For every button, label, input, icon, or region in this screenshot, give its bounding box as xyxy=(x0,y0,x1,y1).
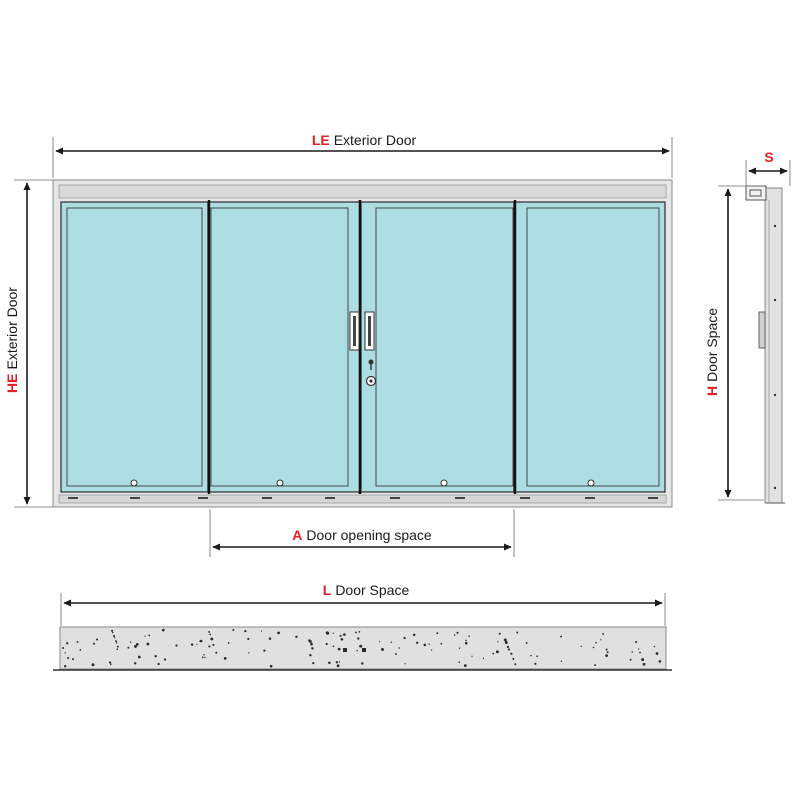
bottom-track xyxy=(58,494,667,504)
l-code: L xyxy=(323,582,332,598)
floor-lock-icon xyxy=(130,479,138,487)
top-track-profile xyxy=(745,185,767,201)
side-wall-profile xyxy=(764,187,783,504)
glass-pane xyxy=(60,201,209,493)
side-fixing-points xyxy=(773,224,777,490)
glazing-bead xyxy=(526,207,660,487)
handle-left xyxy=(349,311,360,351)
h-code: H xyxy=(704,386,720,396)
he-text: Exterior Door xyxy=(4,287,20,370)
door-panel-sliding-right xyxy=(360,201,515,493)
h-text: Door Space xyxy=(704,308,720,382)
track-guides xyxy=(68,497,658,499)
he-label: HE Exterior Door xyxy=(4,287,20,393)
side-handle-profile xyxy=(758,311,766,349)
door-panel-right-fixed xyxy=(513,201,666,493)
he-dimension: HE Exterior Door xyxy=(4,179,55,508)
glass-pane xyxy=(207,201,361,493)
he-code: HE xyxy=(4,374,20,393)
a-code: A xyxy=(292,527,302,543)
a-text: Door opening space xyxy=(306,527,432,543)
l-text: Door Space xyxy=(335,582,409,598)
handle-right xyxy=(364,311,375,351)
door-side-section xyxy=(745,185,785,504)
top-header-rail xyxy=(58,184,667,199)
door-panel-left-fixed xyxy=(60,201,209,493)
s-dimension: S xyxy=(745,149,791,186)
glass-pane xyxy=(360,201,515,493)
floor-lock-icon xyxy=(276,479,284,487)
floor-lock-icon xyxy=(587,479,595,487)
s-code: S xyxy=(764,149,773,165)
door-front-elevation xyxy=(52,179,673,508)
le-code: LE xyxy=(312,132,330,148)
door-panel-sliding-left xyxy=(207,201,361,493)
floor-lock-icon xyxy=(440,479,448,487)
concrete-texture xyxy=(62,628,662,668)
wall-plan-section xyxy=(53,626,672,671)
key-lock-icon xyxy=(365,359,377,387)
h-label: H Door Space xyxy=(704,308,720,396)
h-dimension: H Door Space xyxy=(704,185,764,501)
glass-pane xyxy=(513,201,666,493)
le-text: Exterior Door xyxy=(334,132,417,148)
